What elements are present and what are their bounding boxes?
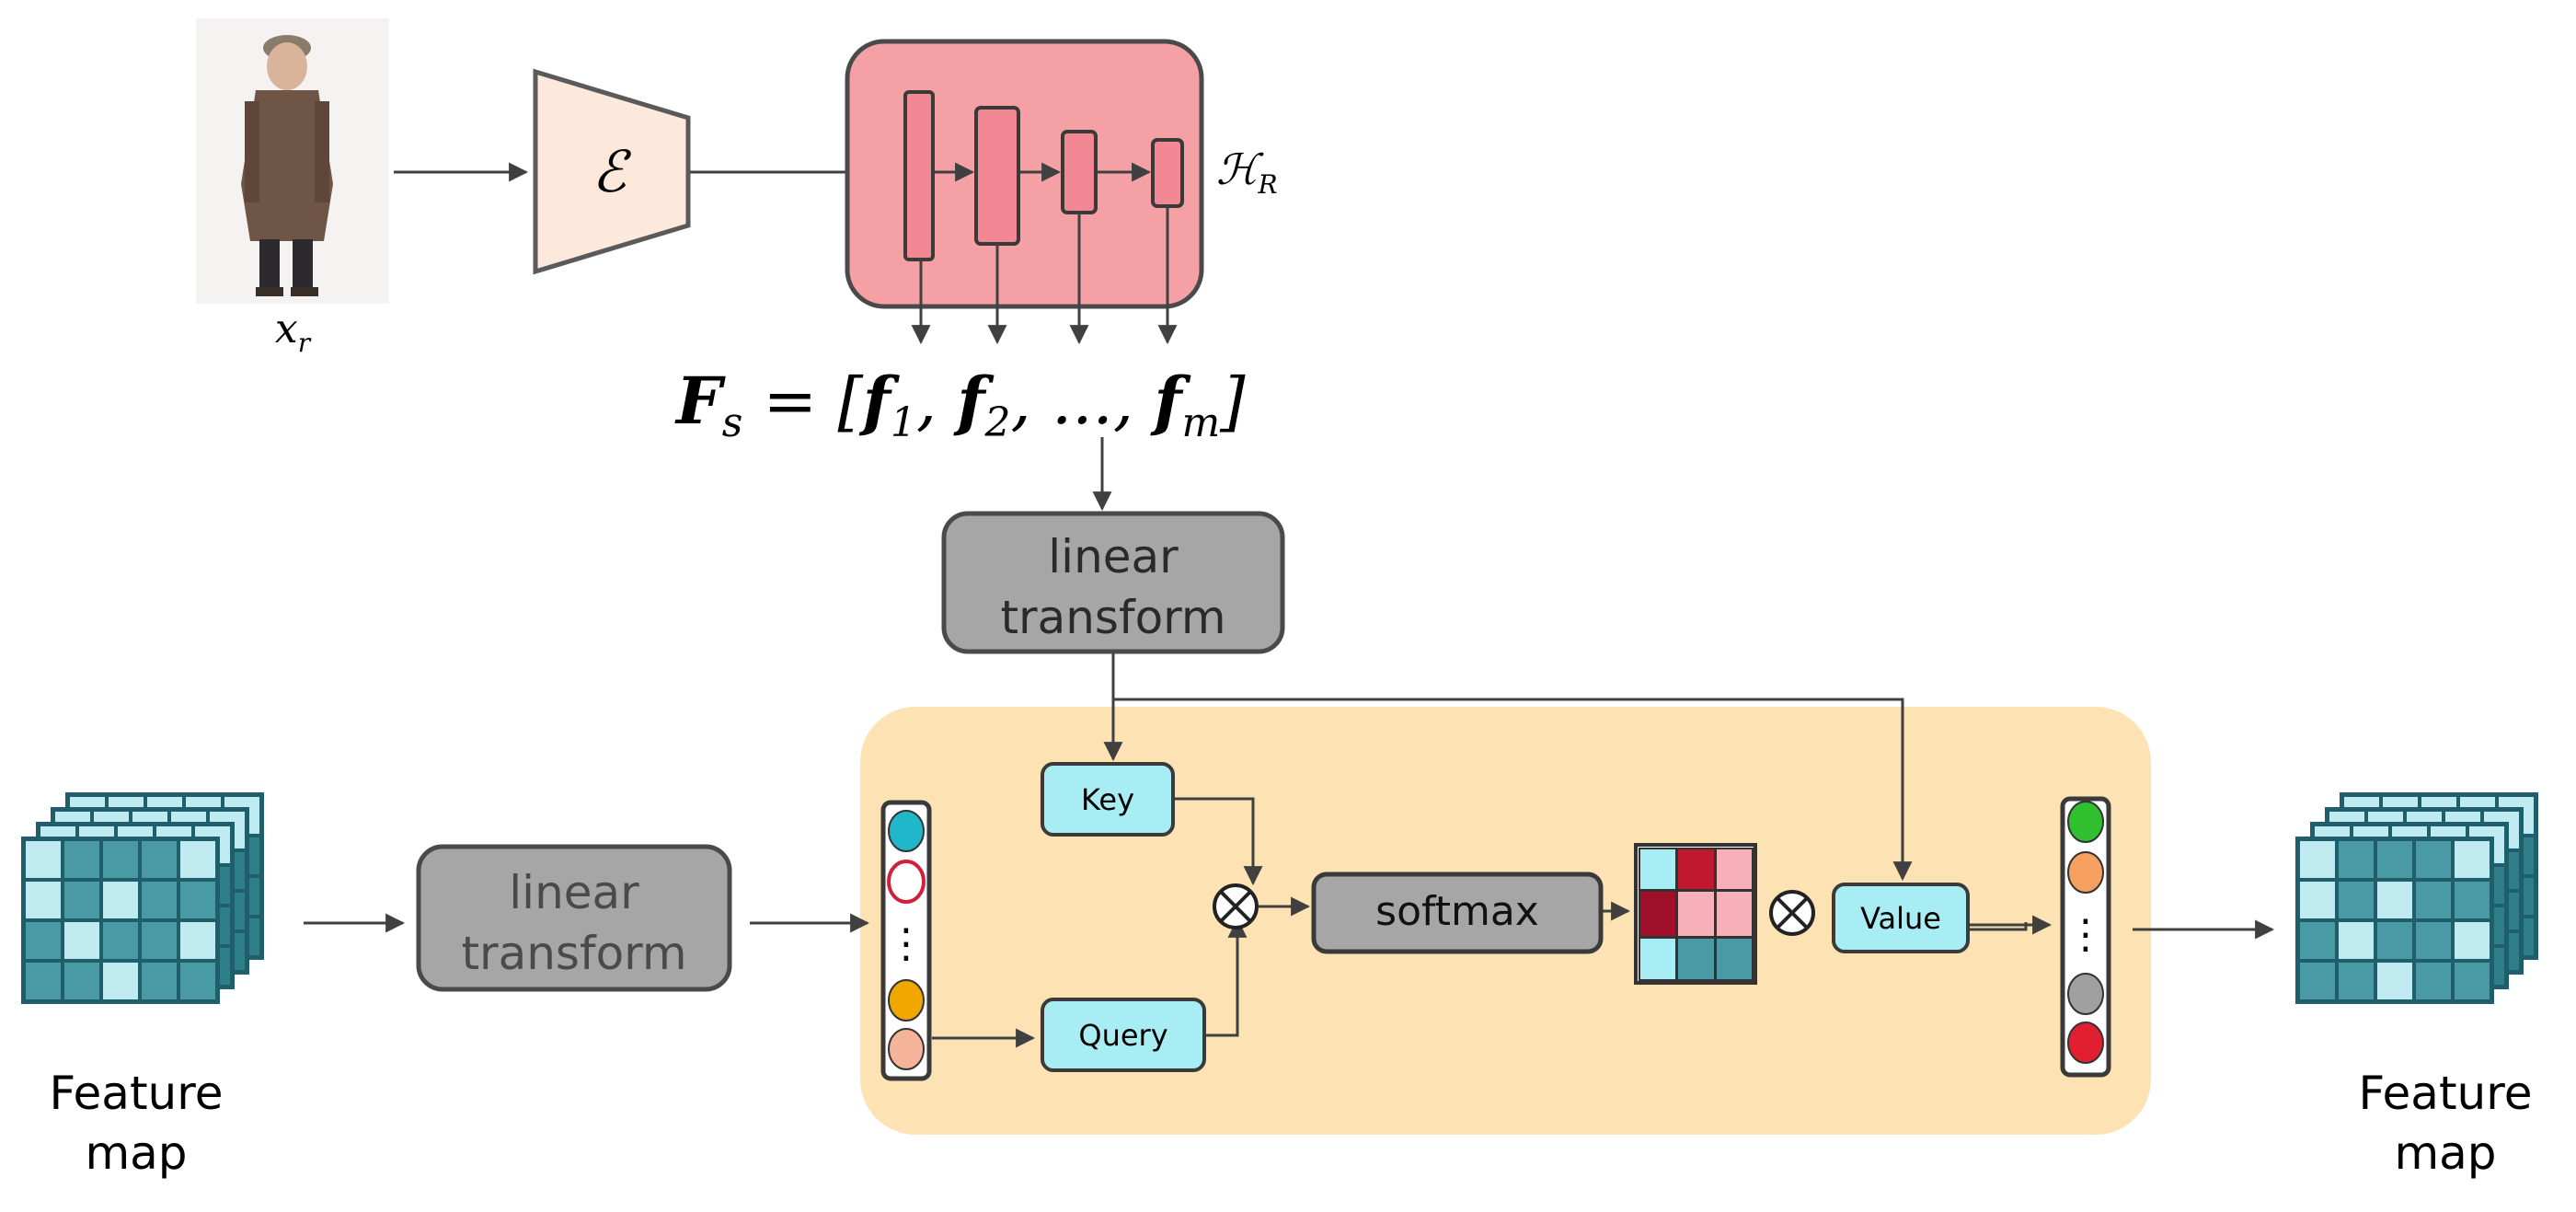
feature-map-cell [180, 922, 215, 959]
feature-output-arrows [911, 206, 1178, 345]
feature-map-input-label-line2: map [85, 1126, 187, 1180]
arrow-key-to-mult [1175, 797, 1263, 886]
output-token-dots: ⋮ [2065, 911, 2106, 958]
feature-map-cell [2455, 882, 2490, 918]
feature-map-cell [142, 882, 177, 918]
feature-map-output-label-line2: map [2394, 1126, 2496, 1180]
linear-transform-left: linear transform [416, 844, 732, 992]
feature-map-cell [180, 841, 215, 878]
feature-map-cell [2339, 841, 2374, 878]
feature-map-cell [2300, 963, 2335, 999]
feature-map-cell [103, 841, 138, 878]
feature-map-cell [26, 841, 61, 878]
feature-map-cell [64, 882, 99, 918]
feature-map-cell [2416, 882, 2451, 918]
input-person-image [196, 18, 389, 304]
output-token-green [2067, 801, 2104, 843]
feature-map-cell [2339, 922, 2374, 959]
feature-map-cell [2377, 922, 2412, 959]
feature-map-cell [2377, 882, 2412, 918]
hierarchy-block [845, 39, 1204, 309]
value-box: Value [1832, 883, 1970, 953]
feature-map-input-label-line1: Feature [50, 1067, 224, 1120]
feature-map-cell [2455, 922, 2490, 959]
feature-map-cell [2300, 841, 2335, 878]
feature-map-cell [142, 963, 177, 999]
feature-map-cell [180, 963, 215, 999]
svg-text:Value: Value [1860, 901, 1941, 936]
output-token-gray [2067, 973, 2104, 1015]
feature-bar-2 [974, 106, 1020, 246]
multiply-symbol-1 [1213, 883, 1259, 929]
feature-map-cell [2300, 922, 2335, 959]
feature-map-cell [103, 882, 138, 918]
attention-matrix [1634, 843, 1757, 985]
feature-map-output [2295, 792, 2538, 1004]
svg-text:Query: Query [1078, 1018, 1167, 1053]
token-red-outline [887, 860, 926, 904]
arrow-query-to-mult [1206, 918, 1248, 1037]
svg-text:Key: Key [1081, 782, 1134, 817]
feature-map-cell [2416, 922, 2451, 959]
feature-map-cell [64, 922, 99, 959]
hierarchy-label: ℋR [1216, 144, 1278, 200]
feature-bar-3 [1061, 130, 1098, 214]
encoder-block: ℰ [533, 68, 691, 275]
feature-map-cell [142, 841, 177, 878]
token-dots: ⋮ [886, 920, 926, 967]
feature-bar-4 [1151, 138, 1184, 208]
feature-map-cell [2455, 963, 2490, 999]
feature-map-cell [2416, 841, 2451, 878]
token-orange [888, 979, 925, 1022]
feature-map-output-label-line1: Feature [2359, 1067, 2533, 1120]
output-token-column: ⋮ [2060, 796, 2111, 1078]
feature-map-cell [64, 841, 99, 878]
feature-map-cell [2339, 882, 2374, 918]
key-value-connections [1103, 653, 1913, 882]
linear-transform-top: linear transform [941, 511, 1285, 654]
feature-map-cell [2455, 841, 2490, 878]
multiply-symbol-2 [1769, 890, 1815, 936]
feature-map-cell [142, 922, 177, 959]
feature-map-cell [2300, 882, 2335, 918]
feature-map-cell [64, 963, 99, 999]
feature-map-cell [26, 882, 61, 918]
token-peach [888, 1028, 925, 1070]
feature-bar-1 [903, 90, 935, 261]
svg-text:linear: linear [509, 866, 639, 919]
feature-map-cell [26, 922, 61, 959]
output-token-red [2067, 1022, 2104, 1064]
feature-map-cell [26, 963, 61, 999]
feature-map-cell [180, 882, 215, 918]
svg-text:softmax: softmax [1375, 888, 1539, 935]
softmax-box: softmax [1311, 871, 1604, 954]
feature-map-cell [2377, 841, 2412, 878]
input-token-column: ⋮ [880, 800, 932, 1081]
svg-text:linear: linear [1048, 530, 1179, 583]
features-formula: Fs = [f1, f2, ..., fm] [674, 363, 1246, 446]
svg-text:transform: transform [461, 927, 686, 980]
feature-map-input [21, 792, 264, 1004]
svg-text:transform: transform [1000, 591, 1225, 644]
feature-map-cell [2377, 963, 2412, 999]
feature-map-cell [2416, 963, 2451, 999]
feature-map-cell [103, 963, 138, 999]
feature-map-cell [103, 922, 138, 959]
feature-map-cell [2339, 963, 2374, 999]
output-token-orange [2067, 851, 2104, 894]
token-cyan [888, 810, 925, 852]
key-box: Key [1041, 762, 1175, 837]
input-label: xr [275, 306, 312, 358]
query-box: Query [1041, 998, 1206, 1072]
encoder-symbol: ℰ [592, 138, 631, 205]
